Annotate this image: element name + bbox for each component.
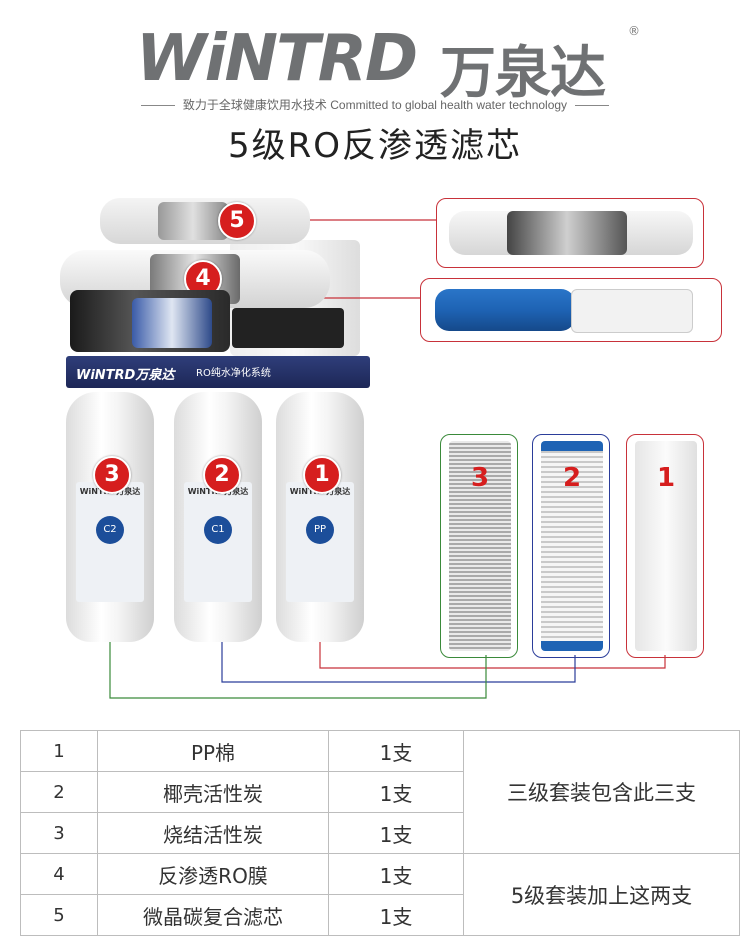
brand-tagline: 致力于全球健康饮用水技术 Committed to global health …	[0, 96, 750, 113]
housing-2-c1: C1	[204, 516, 232, 544]
cart-badge-2: 2	[562, 463, 582, 493]
badge-stage-3: 3	[93, 456, 131, 494]
row-qty: 1支	[328, 894, 464, 936]
row-qty: 1支	[328, 771, 464, 813]
housing-stage-1: WiNTRD万泉达 PP	[276, 392, 364, 642]
registered-mark: ®	[628, 24, 640, 38]
ro-membrane-label	[571, 289, 693, 333]
cartridge-stage-2	[541, 441, 603, 651]
frame-stage-2: 2	[532, 434, 610, 658]
machine-stage-5-label	[158, 202, 228, 240]
housing-3-c2: C2	[96, 516, 124, 544]
table-row: 4 反渗透RO膜 1支 5级套装加上这两支	[20, 853, 740, 936]
row-name: 反渗透RO膜	[97, 853, 329, 895]
brand-header: WiNTRD 万泉达 ®	[0, 12, 750, 106]
row-num: 2	[20, 771, 98, 813]
page-title: 5级RO反渗透滤芯	[227, 126, 523, 166]
product-illustration: 5 4 WiNTRD万泉达 RO纯水净化系统 WiNTRD万泉达 C2 3 Wi…	[0, 180, 750, 700]
line-stage-2	[221, 520, 576, 683]
housing-stage-3: WiNTRD万泉达 C2	[66, 392, 154, 642]
frame-stage-4	[420, 278, 722, 342]
row-qty: 1支	[328, 853, 464, 895]
housing-1-pp: PP	[306, 516, 334, 544]
housing-1-label: WiNTRD万泉达 PP	[286, 482, 354, 602]
housing-2-label: WiNTRD万泉达 C1	[184, 482, 252, 602]
row-num: 5	[20, 894, 98, 936]
machine-back-parts	[232, 308, 344, 348]
row-qty: 1支	[328, 730, 464, 772]
row-name: 烧结活性炭	[97, 812, 329, 854]
row-name: PP棉	[97, 730, 329, 772]
row-qty: 1支	[328, 812, 464, 854]
row-name: 微晶碳复合滤芯	[97, 894, 329, 936]
brand-panel: WiNTRD万泉达 RO纯水净化系统	[66, 356, 370, 388]
badge-stage-1: 1	[303, 456, 341, 494]
table-row: 2 椰壳活性炭 1支	[20, 771, 740, 813]
table-row: 3 烧结活性炭 1支	[20, 812, 740, 854]
housing-3-label: WiNTRD万泉达 C2	[76, 482, 144, 602]
row-num: 1	[20, 730, 98, 772]
badge-stage-2: 2	[203, 456, 241, 494]
housing-stage-2: WiNTRD万泉达 C1	[174, 392, 262, 642]
row-num: 4	[20, 853, 98, 895]
frame-stage-5	[436, 198, 704, 268]
frame-stage-1: 1	[626, 434, 704, 658]
brand-logo-en: WiNTRD	[136, 22, 418, 96]
note-five-stage: 5级套装加上这两支	[463, 853, 740, 936]
cart-badge-3: 3	[470, 463, 490, 493]
cartridge-stage-5-label	[507, 211, 627, 255]
panel-text: RO纯水净化系统	[196, 368, 271, 379]
table-row: 5 微晶碳复合滤芯 1支	[20, 894, 740, 936]
frame-stage-3: 3	[440, 434, 518, 658]
tagline-text: 致力于全球健康饮用水技术 Committed to global health …	[182, 98, 568, 112]
row-num: 3	[20, 812, 98, 854]
table-row: 1 PP棉 1支 三级套装包含此三支	[20, 730, 740, 854]
pump-label	[132, 298, 212, 348]
ro-membrane	[435, 289, 575, 331]
filter-spec-table: 1 PP棉 1支 三级套装包含此三支 2 椰壳活性炭 1支 3 烧结活性炭 1支…	[20, 730, 740, 936]
cartridge-stage-1	[635, 441, 697, 651]
panel-brand: WiNTRD万泉达	[76, 368, 175, 383]
row-name: 椰壳活性炭	[97, 771, 329, 813]
cart-badge-1: 1	[656, 463, 676, 493]
badge-stage-5: 5	[218, 202, 256, 240]
note-three-stage: 三级套装包含此三支	[463, 730, 740, 854]
cartridge-stage-3	[449, 441, 511, 651]
